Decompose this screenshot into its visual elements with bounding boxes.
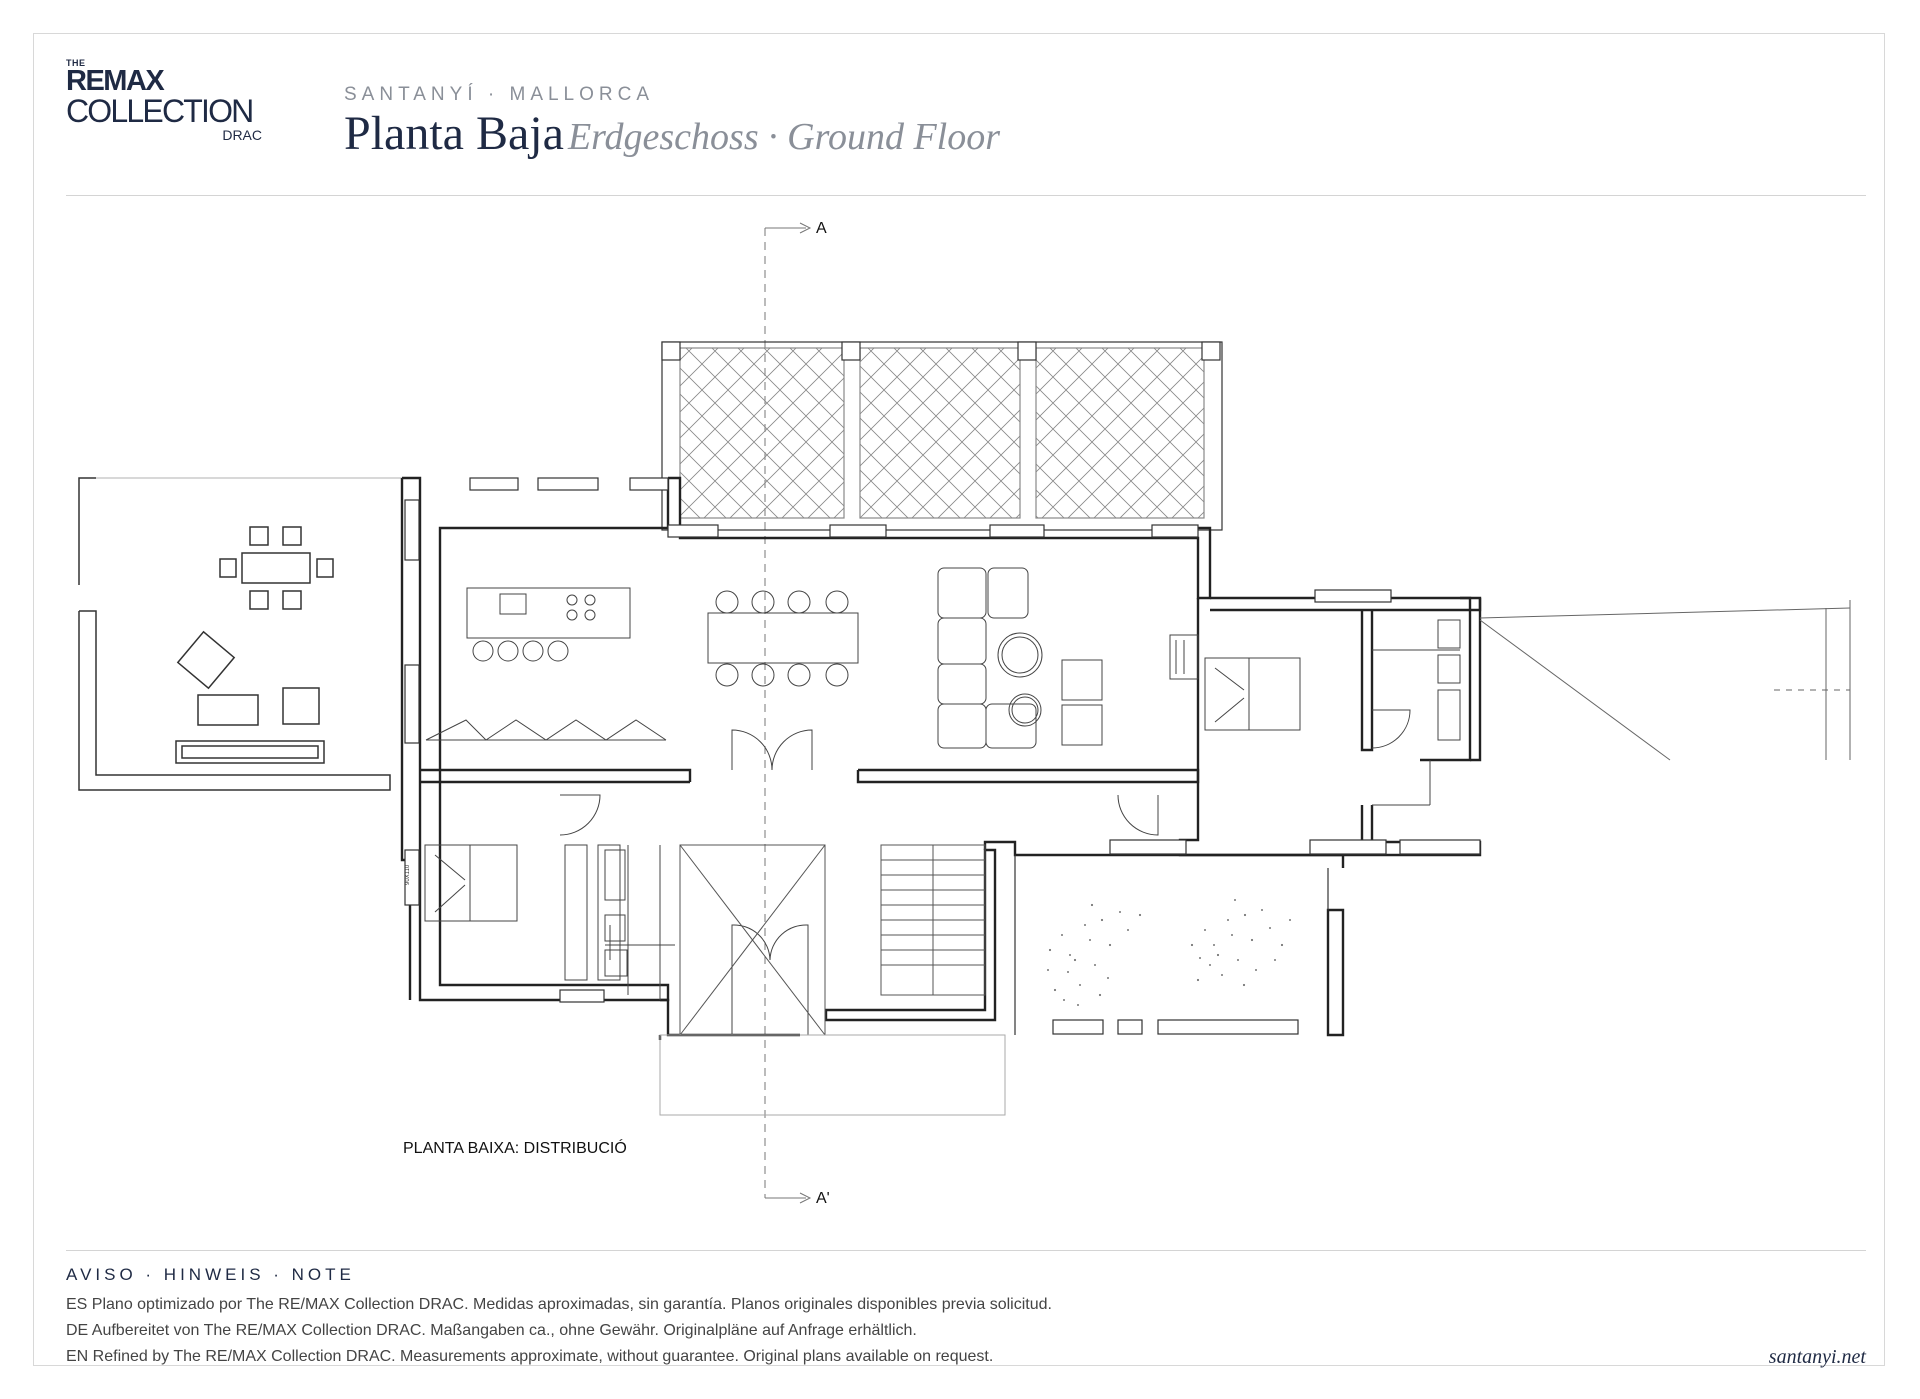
page-title: Planta Baja Erdgeschoss · Ground Floor: [344, 106, 1000, 161]
window-frames: [404, 477, 1481, 1003]
pergola: [661, 341, 1223, 531]
logo-remax: REMAX: [66, 65, 165, 97]
logo-collection: COLLECTION: [66, 93, 254, 129]
website-label: santanyi.net: [1768, 1346, 1866, 1368]
footer-divider: [66, 1250, 1866, 1251]
kitchen-dining: [425, 587, 859, 741]
section-label-bottom: A': [816, 1190, 830, 1207]
garden: [1014, 855, 1329, 1035]
window-tag: 90X110: [405, 864, 411, 885]
notice-heading: AVISO · HINWEIS · NOTE: [66, 1265, 355, 1284]
title-spanish: Planta Baja: [344, 107, 564, 160]
header-divider: [66, 195, 1866, 196]
bedroom-right: [1204, 619, 1461, 806]
document-sheet: [33, 33, 1885, 1366]
location-label: SANTANYÍ · MALLORCA: [344, 84, 655, 105]
plan-caption: PLANTA BAIXA: DISTRIBUCIÓ: [403, 1140, 627, 1157]
remax-collection-logo: THE REMAX COLLECTION DRAC: [66, 58, 276, 143]
notice-de: DE Aufbereitet von The RE/MAX Collection…: [66, 1322, 917, 1339]
lounge: [937, 567, 1199, 749]
interior-doors: [559, 709, 1411, 1035]
title-translations: Erdgeschoss · Ground Floor: [567, 116, 1001, 158]
house-walls: [400, 476, 1482, 1040]
notice-en: EN Refined by The RE/MAX Collection DRAC…: [66, 1348, 994, 1365]
terrace-left: [78, 477, 402, 791]
notice-es: ES Plano optimizado por The RE/MAX Colle…: [66, 1296, 1052, 1313]
logo-the: THE: [66, 58, 86, 68]
logo-drac: DRAC: [222, 127, 262, 143]
section-label-top: A: [816, 220, 827, 237]
bedroom-left: [424, 844, 675, 1000]
garden-shrubs: [1047, 899, 1291, 1006]
terrace-right: [1479, 600, 1851, 761]
entrance-stairs: [659, 844, 1006, 1116]
